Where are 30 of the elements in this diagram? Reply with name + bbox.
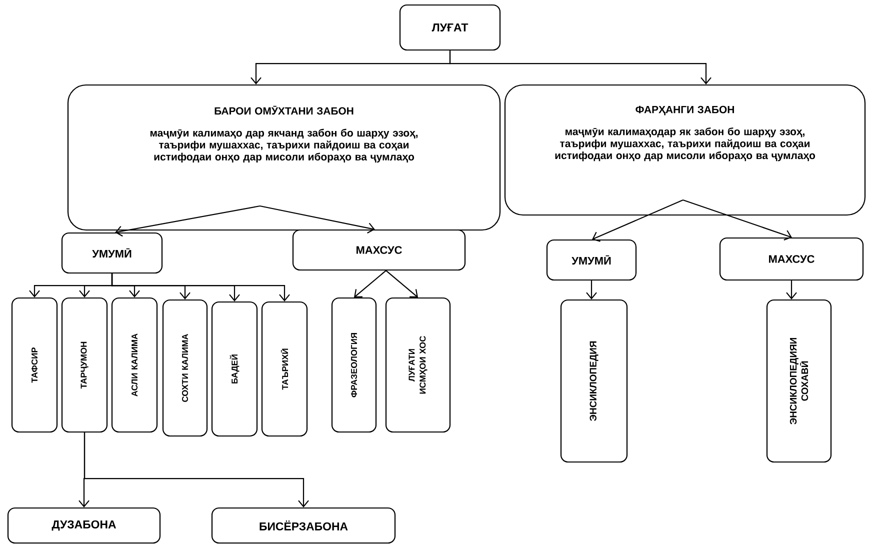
text-box: БАРОИ ОМӮХТАНИ ЗАБОН маҷмӯи калимаҳо дар якчанд забон бо шарҳу эзоҳ, таърифи мушаххас, таърихи пайдоиш ва соҳаи истифодаи онҳо дар мисоли ибораҳо ва ҷумлаҳо [67,84,501,231]
category-box: УМУМӢ [546,239,637,281]
category-box: ТАФСИР [11,297,58,433]
arrow [586,280,597,300]
category-box: ЭНСИКЛОПЕДИЯ [560,299,628,463]
arrow [682,199,792,240]
arrow [354,270,386,298]
arrow [84,432,309,508]
category-box: ДУЗАБОНА [7,507,161,544]
arrow [115,205,260,237]
arrow [386,270,418,298]
category-box: СОХТИ КАЛИМА [162,299,208,437]
text-box: ФАРҲАНГИ ЗАБОН маҷмӯи калимаҳодар як забон бо шарҳу эзоҳ, таърифи мушаххас, таърихи пайдоиш ва соҳаи истифодаи онҳо дар мисоли ибораҳо ва ҷумлаҳо [504,84,866,216]
arrow [111,274,290,302]
arrow [260,205,375,234]
category-box: АСЛИ КАЛИМА [111,297,158,433]
category-box: МАХСУС [292,229,466,271]
arrow [786,280,797,300]
category-box: ЛУҒАТИ ИСМҲОИ ХОС [385,297,451,433]
category-box: МАХСУС [719,237,864,281]
category-box: ЭНСИКЛОПЕДИЯИ СОХАВӢ [766,299,832,463]
category-box: БАДЕЙ [211,301,258,437]
arrow [449,50,712,84]
category-box: ТАРҶУМОН [61,297,108,433]
arrow [592,200,684,242]
category-box: БИСЁРЗАБОНА [211,507,396,544]
category-box: ФРАЗЕОЛОГИЯ [331,297,377,433]
category-box: УМУМӢ [61,232,163,274]
category-box: ЛУҒАТ [399,4,501,51]
category-box: ТАЪРИХӢ [261,301,308,437]
